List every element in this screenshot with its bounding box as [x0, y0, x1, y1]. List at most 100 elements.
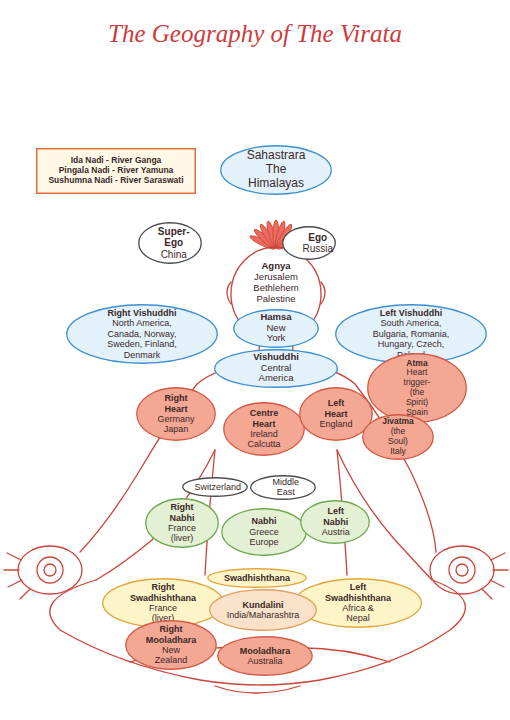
region-name: China	[161, 249, 187, 261]
chakra-name: Mooladhara	[240, 646, 291, 656]
chakra-oval: Right HeartGermany Japan	[136, 387, 216, 441]
palm-circle	[449, 557, 475, 583]
chakra-name: Kundalini	[243, 600, 284, 610]
region-name: Heart trigger-(the Spirit) Spain	[403, 368, 432, 417]
foot-outline	[215, 686, 300, 693]
region-name: Pingala Nadi - River Yamuna	[59, 166, 174, 176]
region-name: Africa & Nepal	[330, 603, 387, 624]
region-name: Russia	[302, 243, 333, 255]
oval-border	[234, 309, 319, 347]
legend-box: Ida Nadi - River GangaPingala Nadi - Riv…	[36, 148, 196, 194]
chakra-name: Vishuddhi	[253, 352, 299, 363]
chakra-name: Centre Heart	[250, 408, 279, 429]
chakra-oval: Right MooladharaNew Zealand	[125, 620, 217, 670]
chakra-oval: Left HeartEngland	[299, 387, 373, 441]
region-name: Ireland Calcutta	[248, 429, 281, 450]
oval-border	[210, 590, 317, 631]
region-name: Central America	[250, 363, 303, 385]
chakra-oval: HamsaNew York	[233, 309, 319, 348]
chakra-name: Left Swadhishthana	[325, 582, 391, 603]
ear-outline	[227, 282, 231, 304]
chakra-oval: Centre HeartIreland Calcutta	[223, 402, 305, 456]
oval-border	[368, 354, 467, 423]
chakra-oval: MooladharaAustralia	[217, 636, 313, 676]
oval-border	[126, 621, 217, 670]
chakra-oval: Middle East	[250, 475, 321, 500]
oval-border	[215, 349, 338, 387]
chakra-name: Left Nabhi	[323, 506, 348, 527]
chakra-name: Atma	[406, 359, 427, 369]
chakra-name: Jivatma	[382, 417, 414, 427]
chakra-oval: Jivatma(the Soul) Italy	[362, 414, 434, 460]
oval-border	[222, 509, 307, 556]
oval-border	[283, 227, 336, 260]
region-name: Jerusalem Bethlehem Palestine	[253, 272, 298, 305]
right-arm-outline	[294, 362, 436, 552]
chakra-oval: VishuddhiCentral America	[214, 349, 338, 388]
oval-border	[218, 637, 313, 676]
chakra-oval: Right VishuddhiNorth America, Canada, No…	[66, 304, 218, 364]
chakra-oval: SahastraraThe Himalayas	[220, 145, 332, 195]
finger-lines	[482, 553, 508, 599]
region-name: New Zealand	[155, 645, 188, 666]
chakra-oval: Super-EgoChina	[138, 222, 209, 264]
chakra-name: Hamsa	[260, 312, 291, 323]
region-name: Sushumna Nadi - River Saraswati	[48, 176, 183, 186]
chakra-name: Right Mooladhara	[146, 624, 197, 645]
chakra-oval: EgoRussia	[282, 226, 353, 260]
chakra-oval: Swadhishthana	[207, 568, 307, 588]
region-name: New York	[267, 323, 286, 345]
chakra-oval: KundaliniIndia/Maharashtra	[209, 589, 317, 631]
oval-border	[224, 403, 305, 456]
hand-outline	[430, 546, 494, 594]
region-name: (the Soul) Italy	[388, 427, 408, 456]
chakra-name: Ida Nadi - River Ganga	[71, 156, 162, 166]
oval-border	[300, 388, 373, 441]
chakra-name: Right Heart	[165, 393, 188, 414]
oval-border	[146, 499, 219, 548]
chakra-oval: Left NabhiAustria	[300, 500, 371, 544]
region-name: Germany Japan	[158, 414, 195, 435]
oval-border	[137, 388, 216, 441]
chakra-name: Switzerland	[194, 482, 241, 492]
region-name: North America, Canada, Norway, Sweden, F…	[102, 318, 183, 359]
oval-border	[139, 223, 202, 264]
oval-border	[208, 569, 307, 588]
chakra-name: Right Nabhi	[170, 502, 195, 523]
oval-border	[251, 475, 316, 499]
region-name: India/Maharashtra	[227, 610, 300, 620]
chakra-name: Super-Ego	[158, 226, 190, 249]
chakra-name: Right Swadhishthana	[130, 582, 196, 603]
chakra-name: Left Heart	[325, 398, 348, 419]
palm-circle	[37, 557, 63, 583]
oval-border	[221, 146, 332, 195]
box-border	[37, 149, 196, 194]
oval-border	[183, 478, 248, 497]
chakra-name: Middle East	[272, 477, 299, 498]
hand-outline	[18, 546, 82, 594]
oval-border	[103, 579, 224, 628]
chakra-name: Ego	[308, 232, 327, 244]
region-name: The Himalayas	[248, 163, 304, 191]
chakra-name: Swadhishthana	[224, 573, 290, 583]
ear-outline	[321, 282, 325, 304]
chakra-oval: AtmaHeart trigger-(the Spirit) Spain	[367, 353, 467, 423]
oval-border	[67, 305, 218, 364]
region-name: Austria	[322, 527, 350, 537]
palm-circle	[456, 564, 468, 576]
region-name: England	[319, 419, 352, 429]
chakra-oval: Switzerland	[182, 477, 253, 497]
chakra-name: Right Vishuddhi	[108, 308, 177, 318]
chakra-label: AgnyaJerusalem Bethlehem Palestine	[236, 253, 316, 313]
chakra-oval: Right NabhiFrance (liver)	[145, 498, 219, 548]
oval-border	[363, 415, 434, 460]
page-title: The Geography of The Virata	[0, 20, 510, 48]
chakra-name: Agnya	[261, 261, 290, 272]
region-name: Australia	[248, 656, 283, 666]
finger-lines	[4, 553, 30, 599]
oval-border	[301, 501, 370, 544]
region-name: France (liver)	[168, 523, 196, 544]
palm-circle	[44, 564, 56, 576]
chakra-name: Nabhi	[252, 516, 277, 526]
